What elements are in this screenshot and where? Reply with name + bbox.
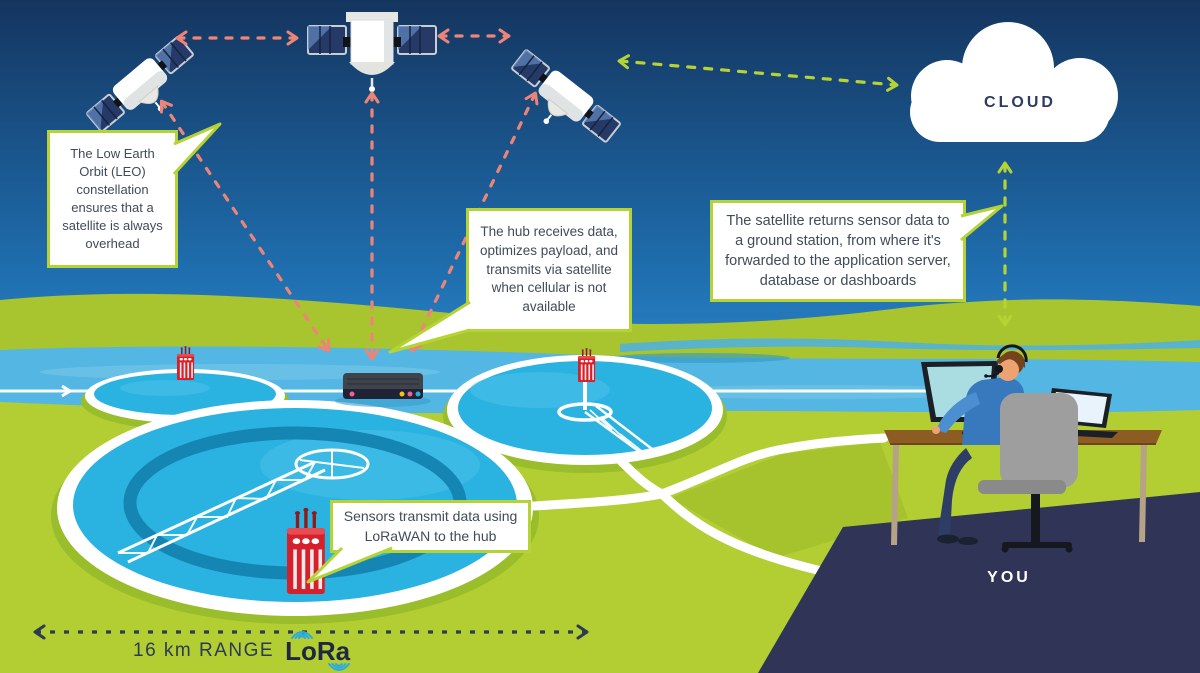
callout-hub: The hub receives data, optimizes payload… [466, 208, 632, 332]
satellite-hub-device [335, 373, 431, 407]
tank-truss [117, 448, 370, 564]
callout-sensors-text: Sensors transmit data using LoRaWAN to t… [343, 508, 518, 544]
you-label: YOU [987, 569, 1031, 586]
roads [529, 433, 889, 577]
satellite-center-icon [307, 12, 437, 92]
platform-wedge [758, 492, 1200, 673]
callout-sensors: Sensors transmit data using LoRaWAN to t… [330, 500, 531, 553]
callout-leo: The Low Earth Orbit (LEO) constellation … [47, 130, 178, 268]
cloud-link-arrows [617, 54, 1013, 327]
lora-arcs-bottom-icon [328, 663, 351, 671]
callout-satellite-return-text: The satellite returns sensor data to a g… [725, 213, 951, 289]
lora-arcs-top-icon [291, 631, 314, 639]
range-caption: 16 km RANGE LoRa [133, 631, 352, 671]
callout-hub-text: The hub receives data, optimizes payload… [479, 224, 619, 314]
lora-logo-text: LoRa [285, 636, 351, 666]
callout-satellite-return: The satellite returns sensor data to a g… [710, 200, 966, 302]
office-chair [978, 393, 1078, 553]
callout-leo-text: The Low Earth Orbit (LEO) constellation … [62, 146, 163, 251]
tank-middle [443, 355, 727, 473]
cloud-label: CLOUD [984, 94, 1056, 111]
tank-large [51, 400, 539, 624]
range-text: 16 km RANGE [133, 640, 275, 661]
cloud-icon [910, 22, 1118, 142]
lora-logo: LoRa [283, 631, 352, 671]
